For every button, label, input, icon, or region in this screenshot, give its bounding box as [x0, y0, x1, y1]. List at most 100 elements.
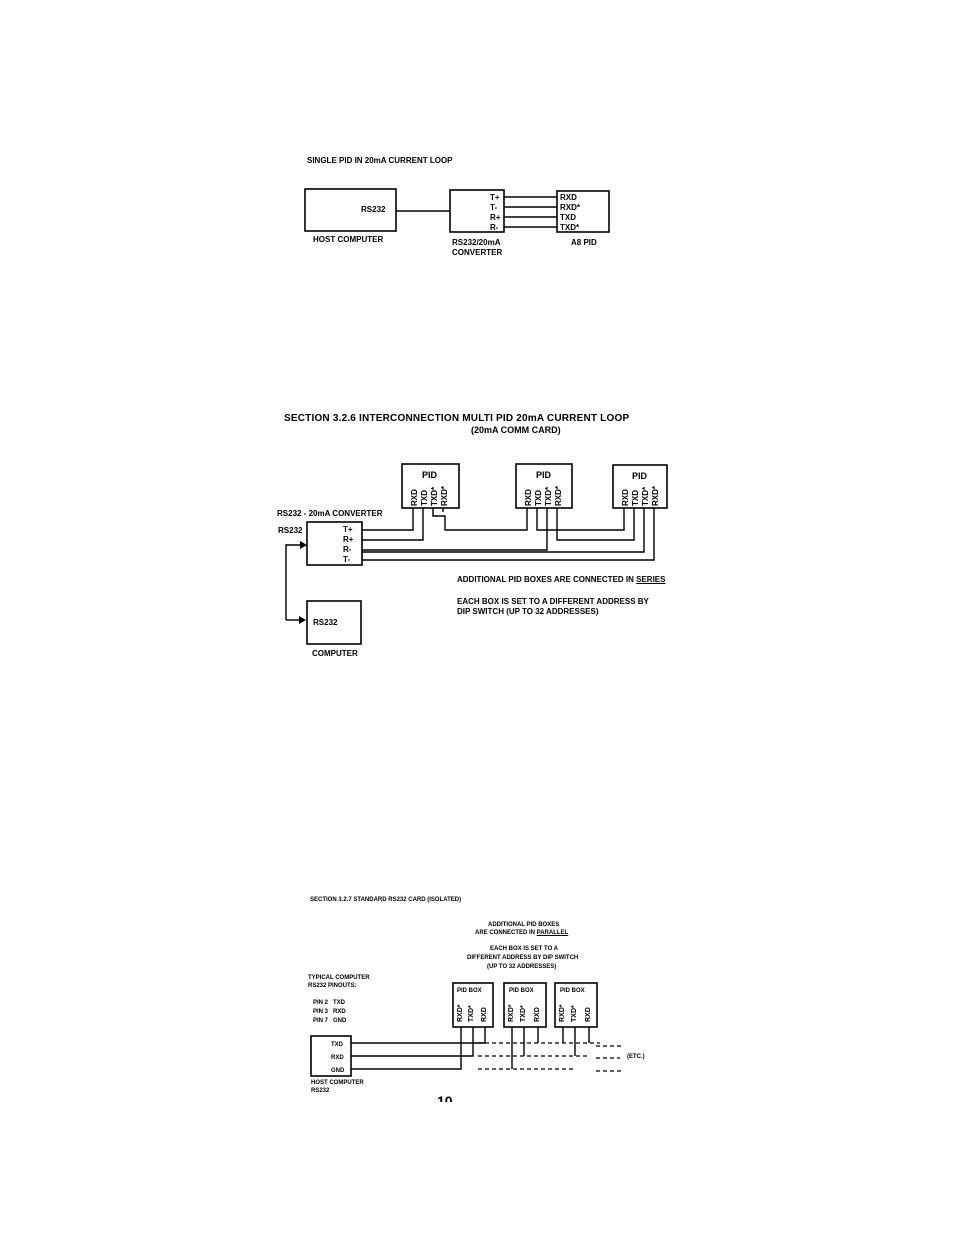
- pid-box-2-pins: RXD TXD TXD* RXD*: [524, 485, 563, 506]
- pinouts-title-1: TYPICAL COMPUTER: [308, 975, 370, 981]
- pid-box-a-pin-2: TXD*: [468, 1005, 475, 1022]
- pinout-pin2: PIN 2 TXD: [313, 1000, 346, 1006]
- converter-title: RS232 - 20mA CONVERTER: [277, 509, 383, 518]
- pid-box-3-pin-txd-star: TXD*: [641, 486, 650, 506]
- converter-box: [449, 189, 505, 233]
- host-pin-gnd: GND: [331, 1068, 345, 1074]
- series-note-emph: SERIES: [636, 575, 666, 584]
- pid-box-1-pin-txd-star: TXD*: [430, 486, 439, 506]
- pid-pin-rxd-star: RXD*: [560, 203, 581, 212]
- pid-box-b-pin-2: TXD*: [520, 1005, 527, 1022]
- wire-pid2-to-pid3: [536, 508, 625, 531]
- host-rs232-box: [310, 1035, 352, 1077]
- pid-box-c-pin-1: RXD*: [559, 1004, 566, 1022]
- pid-box-1: [401, 463, 460, 509]
- address-note-1: EACH BOX IS SET TO A DIFFERENT ADDRESS B…: [457, 597, 649, 606]
- pid-box-3-pin-txd: TXD: [631, 490, 640, 506]
- converter2-pin-r-plus: R+: [343, 535, 354, 544]
- pid-box-b-title: PID BOX: [509, 988, 534, 994]
- converter-port-label: RS232: [278, 526, 303, 535]
- bus-gnd: [351, 1027, 462, 1070]
- page-number: 10: [437, 1093, 453, 1102]
- pid-box-c-pin-2: TXD*: [571, 1005, 578, 1022]
- pid-box-3-pin-rxd-star: RXD*: [651, 485, 660, 506]
- address-note-2: DIP SWITCH (UP TO 32 ADDRESSES): [457, 607, 599, 616]
- pid-box-c-title: PID BOX: [560, 988, 585, 994]
- wire-tplus-to-pid1: [362, 508, 414, 531]
- pid-pin-rxd: RXD: [560, 193, 577, 202]
- dip-note-3: (UP TO 32 ADDRESSES): [487, 964, 557, 970]
- converter2-pin-t-minus: T-: [343, 555, 350, 564]
- converter-pin-t-minus: T-: [490, 203, 497, 212]
- pid-box-3-pins: RXD TXD TXD* RXD*: [621, 485, 660, 506]
- host-computer-box: [304, 188, 397, 232]
- host-pin-rxd: RXD: [331, 1055, 344, 1061]
- bus-txd: [351, 1027, 486, 1044]
- pid-box-2-pin-txd-star: TXD*: [544, 486, 553, 506]
- diagram2-multi-pid-current-loop: PID RXD TXD TXD* RXD* PID RXD TXD TXD* R…: [277, 463, 668, 658]
- pid-box-1-pin-rxd: RXD: [410, 489, 419, 506]
- converter-pin-r-minus: R-: [490, 223, 499, 232]
- converter-label-1: RS232/20mA: [452, 238, 501, 247]
- pid-box-c-pin-3: RXD: [585, 1007, 592, 1022]
- pid-box-2-pin-rxd-star: RXD*: [554, 485, 563, 506]
- section-3-2-6-heading: SECTION 3.2.6 INTERCONNECTION MULTI PID …: [284, 413, 630, 424]
- pinouts-title-2: RS232 PINOUTS:: [308, 983, 357, 989]
- wire-pid3-return: [362, 508, 645, 553]
- host-computer-label: HOST COMPUTER: [313, 235, 383, 244]
- converter2-pin-r-minus: R-: [343, 545, 352, 554]
- pinout-pin3: PIN 3 RXD: [313, 1009, 346, 1015]
- section-3-2-7-heading: SECTION 3.2.7 STANDARD RS232 CARD (ISOLA…: [310, 897, 462, 903]
- pid-box-a: [452, 982, 494, 1028]
- computer-box: [306, 600, 362, 645]
- converter-box-2: [306, 521, 363, 566]
- dip-note-1: EACH BOX IS SET TO A: [490, 946, 559, 952]
- wire-pid1-to-pid2-a: [432, 508, 528, 531]
- bus-rxd: [351, 1027, 474, 1057]
- pid-box-1-pin-rxd-star: RXD*: [440, 485, 449, 506]
- wire-pid2-to-pid3-b: [556, 508, 635, 541]
- computer-port-label: RS232: [313, 618, 338, 627]
- wire-computer-to-converter: [285, 544, 300, 620]
- host-computer-label-3: HOST COMPUTER: [311, 1080, 364, 1086]
- wire-rplus-to-pid1: [362, 508, 424, 541]
- diagram1-title: SINGLE PID IN 20mA CURRENT LOOP: [307, 156, 453, 165]
- pid-pin-txd: TXD: [560, 213, 576, 222]
- diagram3-rs232-isolated: PID BOX RXD* TXD* RXD PID BOX RXD* TXD* …: [310, 982, 622, 1077]
- series-note-text: ADDITIONAL PID BOXES ARE CONNECTED IN: [457, 575, 637, 584]
- pid-box-1-pin-txd: TXD: [420, 490, 429, 506]
- pid-box-2-title: PID: [536, 470, 552, 480]
- pid-box-b-pin-1: RXD*: [508, 1004, 515, 1022]
- host-port-label: RS232: [361, 205, 386, 214]
- host-rs232-label-3: RS232: [311, 1088, 330, 1094]
- etc-label: (ETC.): [627, 1054, 645, 1060]
- pid-box-3-title: PID: [632, 471, 648, 481]
- pid-box-1-title: PID: [422, 470, 438, 480]
- parallel-note-emph: PARALLEL: [536, 930, 569, 936]
- pid-box-b-pin-3: RXD: [534, 1007, 541, 1022]
- series-note: ADDITIONAL PID BOXES ARE CONNECTED IN SE…: [457, 575, 665, 584]
- a8-pid-box: [556, 190, 610, 233]
- parallel-note-1: ADDITIONAL PID BOXES: [488, 922, 560, 928]
- dip-note-2: DIFFERENT ADDRESS BY DIP SWITCH: [467, 955, 579, 961]
- parallel-note-2: ARE CONNECTED IN PARALLEL: [475, 930, 568, 936]
- pid-box-2-pin-txd: TXD: [534, 490, 543, 506]
- pid-box-2: [515, 463, 573, 509]
- pinout-pin7: PIN 7 GND: [313, 1018, 347, 1024]
- converter2-pin-t-plus: T+: [343, 525, 353, 534]
- wire-rminus-to-pid2: [362, 508, 548, 551]
- converter-pin-t-plus: T+: [490, 193, 500, 202]
- diagram1-single-pid: RS232 T+ T- R+ R- RXD RXD* TXD TXD* HOST…: [304, 188, 610, 257]
- pid-box-a-title: PID BOX: [457, 988, 482, 994]
- arrow-to-converter: [300, 541, 307, 549]
- pid-box-3: [612, 464, 668, 509]
- a8-pid-label: A8 PID: [571, 238, 597, 247]
- wire-tminus-to-pid3: [362, 508, 655, 561]
- pid-box-a-pin-1: RXD*: [457, 1004, 464, 1022]
- pid-box-b: [503, 982, 547, 1028]
- converter-label-2: CONVERTER: [452, 248, 502, 257]
- pid-box-3-pin-rxd: RXD: [621, 489, 630, 506]
- pid-pin-txd-star: TXD*: [560, 223, 580, 232]
- pid-box-2-pin-rxd: RXD: [524, 489, 533, 506]
